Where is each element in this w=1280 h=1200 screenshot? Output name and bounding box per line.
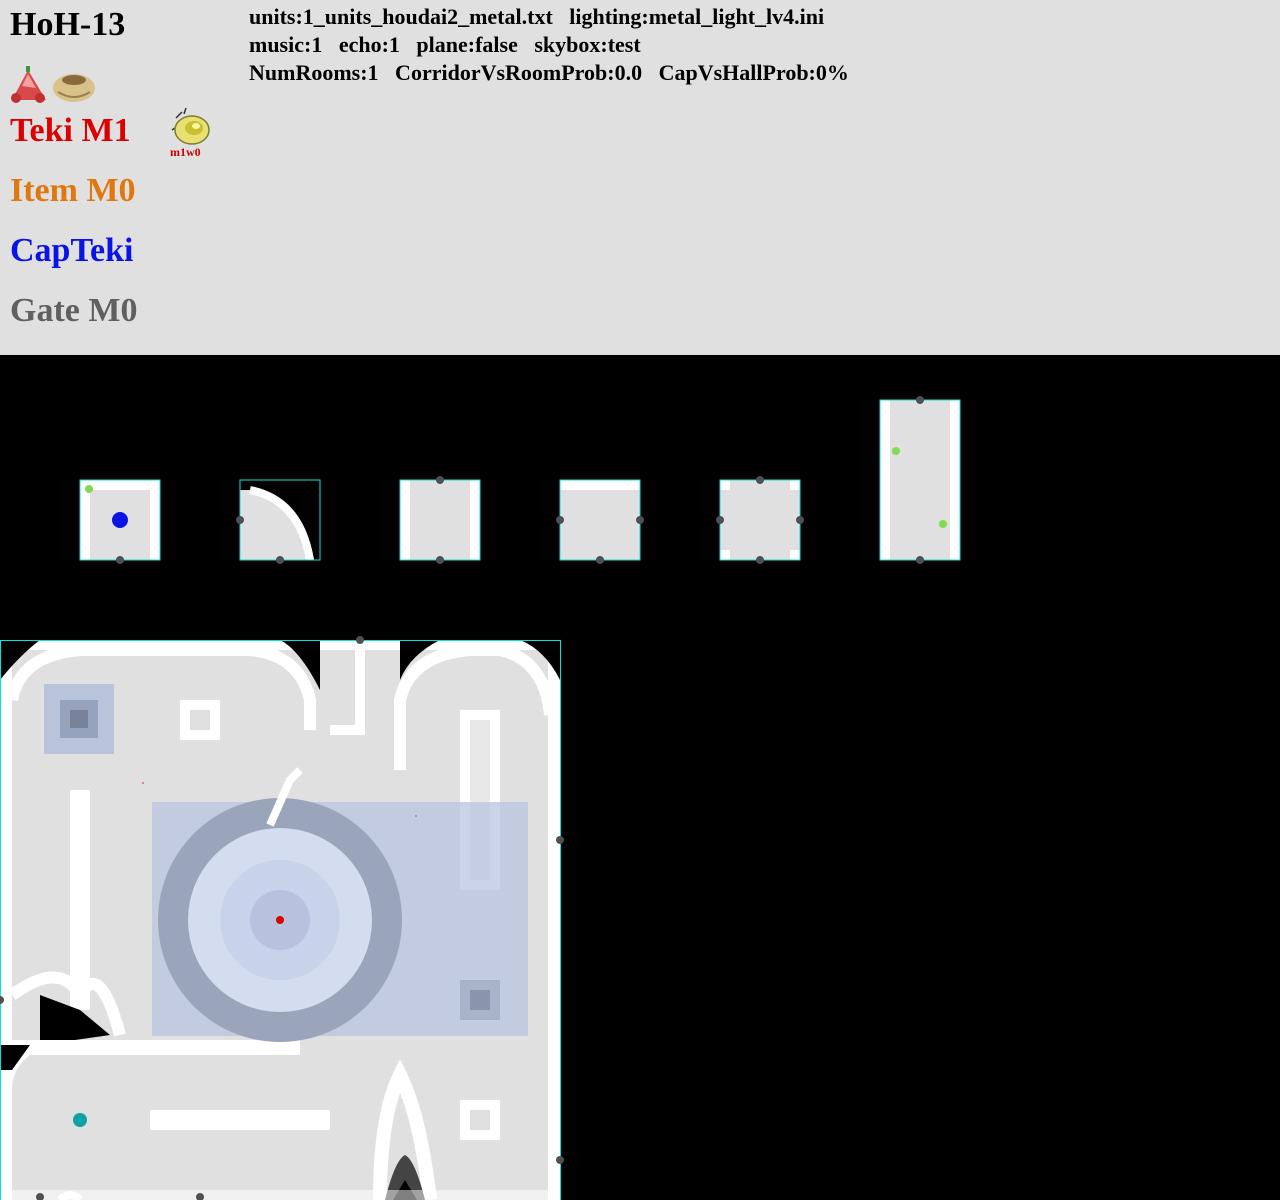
door-marker bbox=[756, 556, 764, 564]
info-line-rooms: NumRooms:1 CorridorVsRoomProb:0.0 CapVsH… bbox=[249, 60, 849, 85]
treasure-icons bbox=[11, 66, 95, 103]
capteki-spawn bbox=[112, 512, 128, 528]
teki-spawn bbox=[276, 916, 284, 924]
unit-tee bbox=[556, 479, 644, 564]
door-marker bbox=[556, 516, 564, 524]
door-marker bbox=[436, 476, 444, 484]
door-marker bbox=[916, 396, 924, 404]
legend-teki: Teki M1 bbox=[10, 112, 131, 149]
unit-long-hall bbox=[879, 396, 961, 564]
spawn-point bbox=[892, 447, 900, 455]
legend-item: Item M0 bbox=[10, 172, 136, 209]
unit-straight bbox=[399, 476, 481, 564]
legend-gate: Gate M0 bbox=[10, 292, 138, 329]
door-marker bbox=[636, 516, 644, 524]
door-marker bbox=[556, 1156, 564, 1164]
door-marker bbox=[796, 516, 804, 524]
enemy-label: m1w0 bbox=[170, 145, 201, 159]
door-marker bbox=[236, 516, 244, 524]
door-marker bbox=[276, 556, 284, 564]
door-marker bbox=[596, 556, 604, 564]
info-line-music: music:1 echo:1 plane:false skybox:test bbox=[249, 32, 641, 57]
header-panel: HoH-13 units:1_units_houdai2_metal.txt l… bbox=[0, 0, 1280, 355]
pot-treasure-icon bbox=[53, 74, 95, 102]
door-marker bbox=[716, 516, 724, 524]
door-marker bbox=[36, 1193, 44, 1200]
door-marker bbox=[0, 996, 4, 1004]
cave-map bbox=[0, 396, 961, 1200]
door-marker bbox=[116, 556, 124, 564]
sublevel-title: HoH-13 bbox=[10, 6, 126, 43]
info-line-units: units:1_units_houdai2_metal.txt lighting… bbox=[249, 4, 825, 29]
door-marker bbox=[436, 556, 444, 564]
legend-capteki: CapTeki bbox=[10, 232, 134, 269]
flower-treasure-icon bbox=[11, 66, 46, 103]
door-marker bbox=[356, 636, 364, 644]
unit-cross bbox=[716, 476, 804, 564]
door-marker bbox=[916, 556, 924, 564]
item-spawn bbox=[73, 1113, 87, 1127]
spawn-point bbox=[939, 520, 947, 528]
yellow-wollywog-icon bbox=[171, 108, 210, 145]
unit-cap bbox=[79, 479, 161, 564]
main-room bbox=[0, 636, 564, 1200]
spawn-point bbox=[85, 485, 93, 493]
door-marker bbox=[756, 476, 764, 484]
unit-corner bbox=[236, 479, 321, 564]
door-marker bbox=[196, 1193, 204, 1200]
door-marker bbox=[556, 836, 564, 844]
